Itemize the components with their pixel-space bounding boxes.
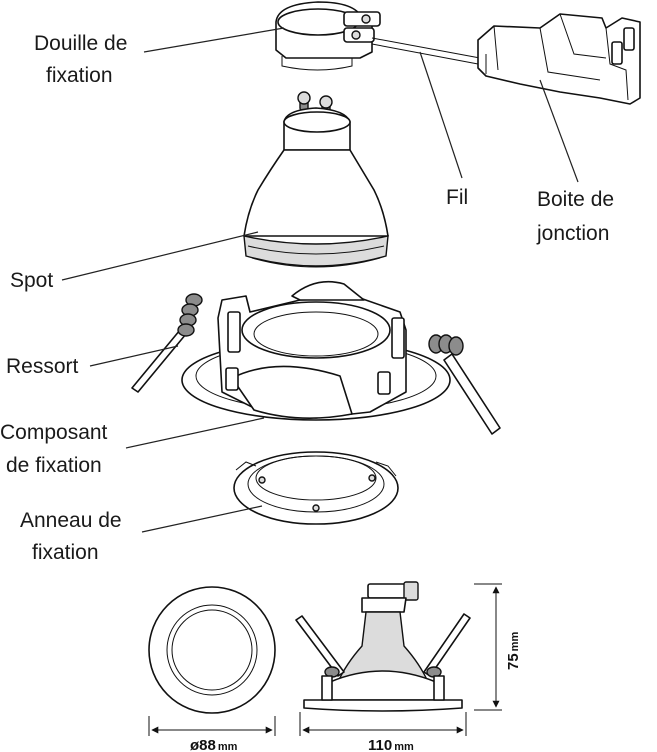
leader-spot xyxy=(61,231,259,281)
leader-fil xyxy=(419,51,463,179)
width-value: 110 xyxy=(368,737,392,752)
label-anneau-line1: Anneau de xyxy=(20,509,122,532)
spot-lamp-part xyxy=(243,91,389,268)
label-anneau-line2: fixation xyxy=(32,541,99,564)
spring-right-part xyxy=(428,334,501,435)
diameter-value: ø88 xyxy=(190,737,216,752)
leader-anneau xyxy=(141,505,263,533)
height-value: 75 xyxy=(505,653,522,670)
fixing-ring-part xyxy=(233,451,399,525)
height-unit: mm xyxy=(509,632,521,652)
socket-part xyxy=(275,1,381,71)
front-view xyxy=(148,586,276,736)
label-boite-line2: jonction xyxy=(536,222,609,245)
width-unit: mm xyxy=(394,741,414,752)
wire-part xyxy=(371,37,481,65)
label-douille-line2: fixation xyxy=(46,64,113,87)
label-ressort: Ressort xyxy=(6,355,79,378)
spring-left-part xyxy=(131,293,203,393)
leader-douille xyxy=(143,27,285,53)
junction-box-part xyxy=(477,13,641,105)
label-composant-line1: Composant xyxy=(0,421,108,444)
label-douille-line1: Douille de xyxy=(34,32,127,55)
leader-composant xyxy=(125,417,265,449)
label-spot: Spot xyxy=(10,269,53,292)
label-composant-line2: de fixation xyxy=(6,454,102,477)
label-boite-line1: Boite de xyxy=(537,188,614,211)
svg-text:75mm: 75mm xyxy=(505,632,522,670)
side-view xyxy=(295,581,502,736)
leader-boite xyxy=(539,79,579,183)
housing-part xyxy=(181,280,451,421)
leader-ressort xyxy=(89,345,179,367)
label-fil: Fil xyxy=(446,186,468,209)
diameter-unit: mm xyxy=(218,741,238,752)
leader-lines xyxy=(61,27,579,533)
